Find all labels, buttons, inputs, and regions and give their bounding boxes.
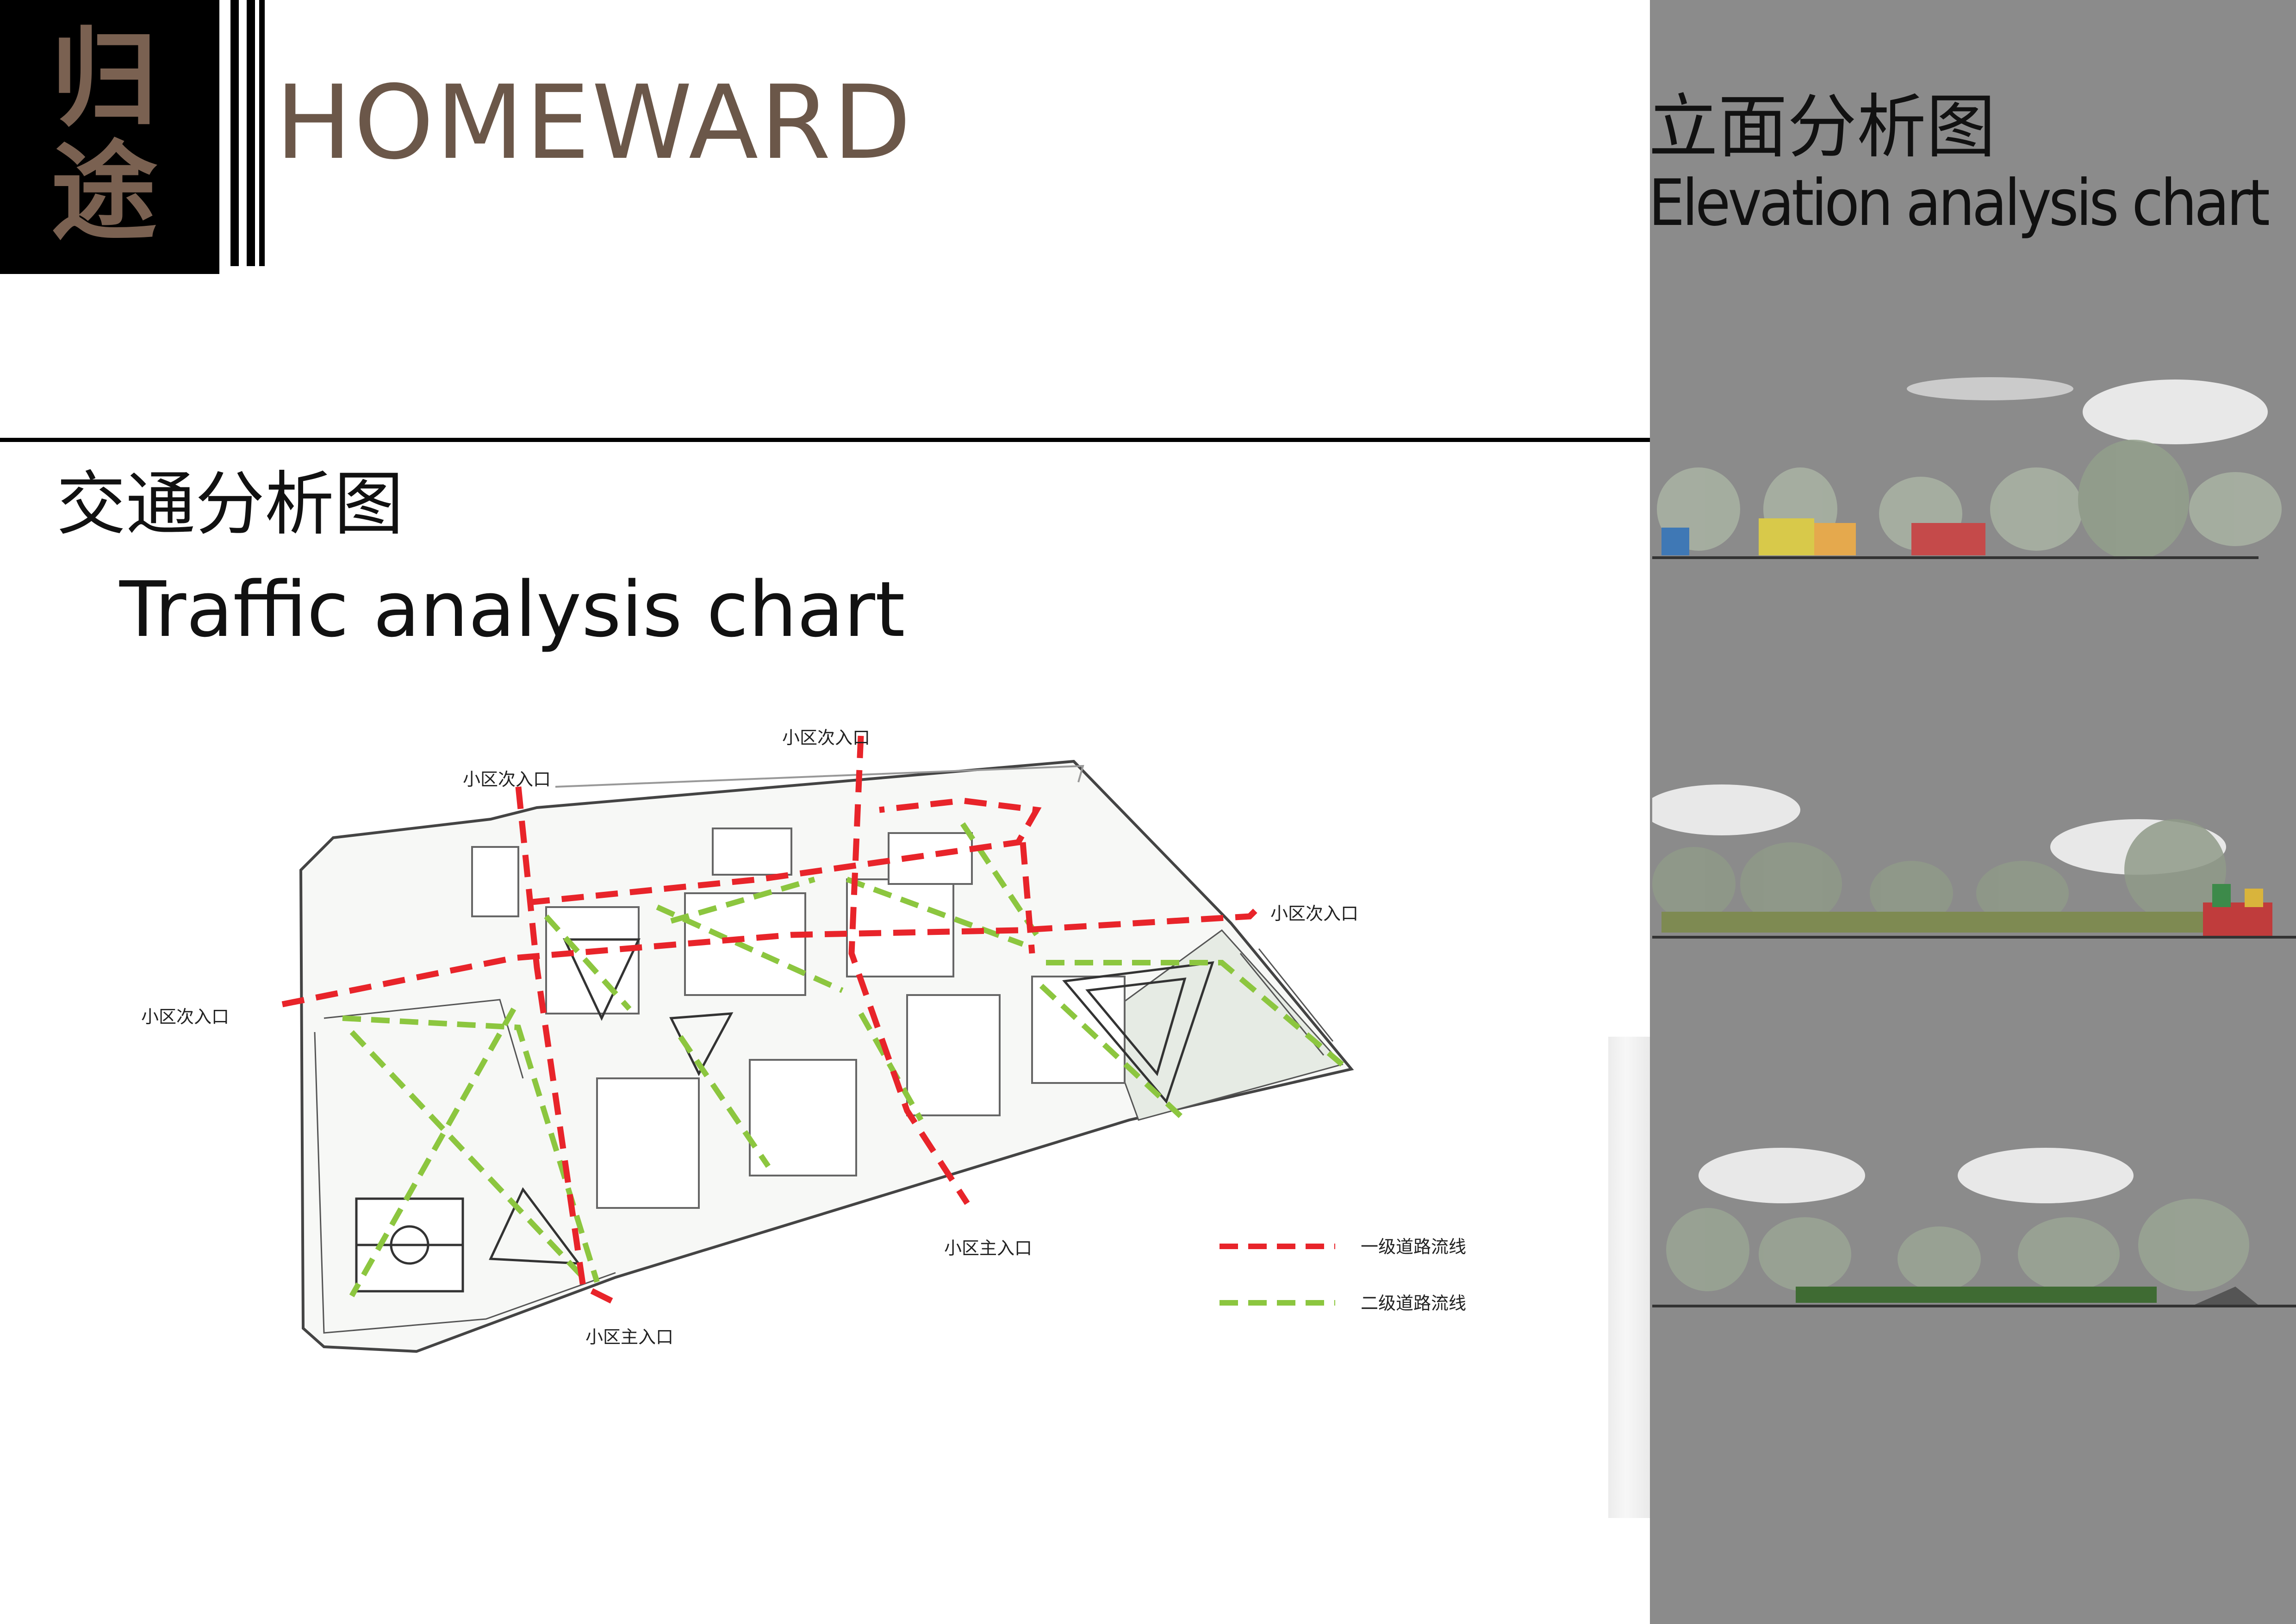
decor-bar-1 <box>230 0 239 266</box>
mound <box>2194 1287 2259 1305</box>
traffic-title-en: Traffic analysis chart <box>119 565 905 654</box>
elevation-section-1 <box>1652 377 2282 560</box>
label-secondary-entrance-nw: 小区次入口 <box>463 769 551 790</box>
label-secondary-entrance-w: 小区次入口 <box>141 1007 230 1027</box>
tree-canopy <box>1652 819 2226 926</box>
primary-route <box>281 735 1261 1308</box>
cloud <box>1652 784 1800 835</box>
basketball-court <box>355 1197 464 1293</box>
traffic-site-plan <box>281 735 1354 1353</box>
paper-texture-strip <box>1608 1037 1652 1518</box>
cloud-haze <box>1907 377 2073 400</box>
logo-char-2: 途 <box>51 130 158 255</box>
playground-structures <box>1661 518 1985 555</box>
decor-bar-2 <box>247 0 255 266</box>
cloud <box>1958 1148 2134 1203</box>
elevation-title-zh: 立面分析图 <box>1649 87 1996 168</box>
brand-title: HOMEWARD <box>275 63 913 182</box>
label-secondary-entrance-n: 小区次入口 <box>782 728 871 748</box>
traffic-title-zh: 交通分析图 <box>56 464 404 545</box>
outer-road-edge <box>555 765 1084 788</box>
sports-fence <box>1796 1287 2157 1303</box>
logo-seal: 归 途 <box>0 0 219 274</box>
label-main-entrance-sw: 小区主入口 <box>585 1327 674 1347</box>
legend-secondary-label: 二级道路流线 <box>1361 1293 1467 1313</box>
cloud <box>2083 380 2268 444</box>
playground-castle <box>2203 884 2272 937</box>
elevation-title-en: Elevation analysis chart <box>1649 166 2270 240</box>
elevation-section-2 <box>1652 784 2296 939</box>
elevation-section-3 <box>1652 1148 2296 1307</box>
logo-char-1: 归 <box>51 16 158 141</box>
grass-strip <box>1661 912 2249 933</box>
label-secondary-entrance-e: 小区次入口 <box>1270 903 1359 924</box>
section-divider <box>0 438 1650 442</box>
decor-bar-3 <box>259 0 265 266</box>
tree-canopy <box>1666 1199 2249 1291</box>
label-main-entrance-s: 小区主入口 <box>944 1238 1033 1258</box>
cloud <box>1699 1148 1865 1203</box>
legend-primary-label: 一级道路流线 <box>1361 1237 1467 1257</box>
parking-rows <box>314 929 1344 1334</box>
